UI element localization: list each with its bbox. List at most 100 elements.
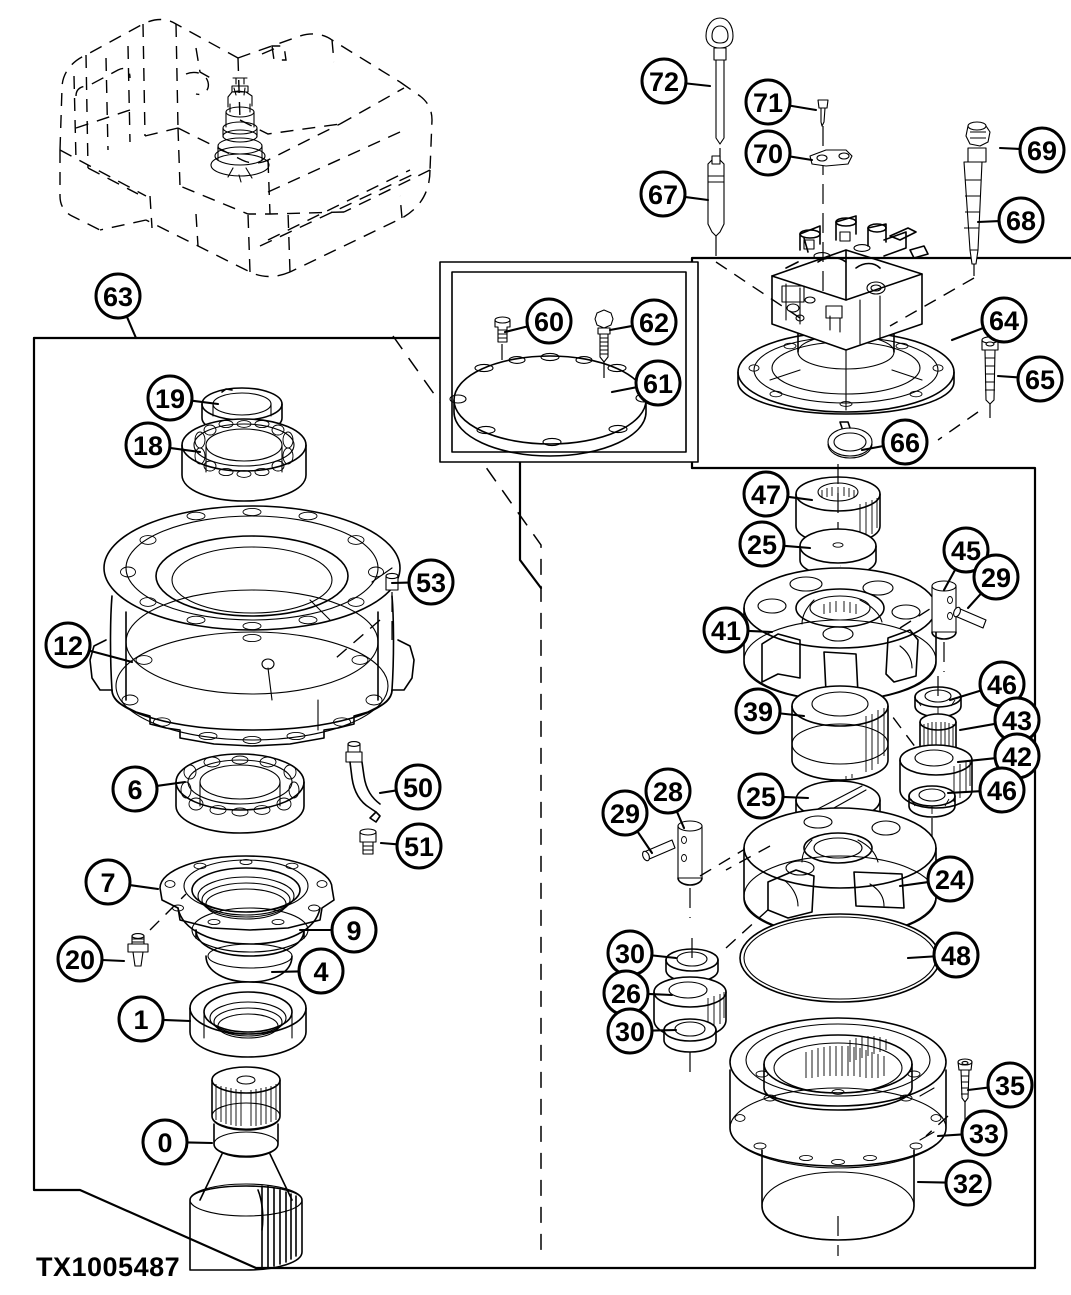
callout-72: 72: [640, 57, 712, 105]
callout-bubble: [978, 766, 1026, 814]
callout-leader: [683, 195, 710, 202]
callout-bubble: [407, 558, 455, 606]
callout-leader: [378, 789, 398, 795]
callout-leader: [916, 1180, 948, 1184]
callout-number: 12: [53, 631, 83, 661]
callout-number: 26: [611, 979, 641, 1009]
bolt-35: [925, 1058, 973, 1137]
callout-bubble: [601, 789, 649, 837]
callout-leader: [781, 795, 810, 800]
callout-bubble: [84, 858, 132, 906]
callout-7: 7: [84, 858, 160, 906]
callout-68: 68: [976, 196, 1045, 244]
dowel-pin-29-lower: [642, 839, 676, 862]
callout-bubble: [525, 297, 573, 345]
callout-number: 63: [103, 282, 133, 312]
callout-bubble: [944, 1159, 992, 1207]
callout-bubble: [330, 906, 378, 954]
callout-leader: [936, 1133, 964, 1138]
planet-gear-cluster-1: [899, 676, 973, 840]
lower-housing-32: [761, 1149, 915, 1241]
callout-number: 43: [1002, 706, 1032, 736]
callout-leader: [675, 810, 686, 830]
callout-leader: [860, 444, 885, 452]
callout-number: 20: [65, 945, 95, 975]
callout-60: 60: [503, 297, 573, 345]
callout-45: 45: [942, 526, 990, 592]
screw-71: [817, 99, 829, 300]
callout-28: 28: [644, 767, 692, 830]
callout-number: 50: [403, 773, 433, 803]
callout-bubble: [56, 935, 104, 983]
callout-number: 41: [711, 616, 741, 646]
callout-bubble: [394, 763, 442, 811]
callout-leader: [650, 1028, 678, 1032]
callout-bubble: [606, 1007, 654, 1055]
callout-leader: [379, 841, 399, 846]
planet-gear-cluster-2: [653, 907, 771, 1080]
callout-29: 29: [601, 789, 654, 855]
callout-bubble: [926, 855, 974, 903]
callout-51: 51: [379, 822, 443, 870]
output-shaft-pinion-0: [189, 1066, 303, 1271]
callout-number: 24: [935, 865, 965, 895]
callout-bubble: [972, 553, 1020, 601]
callout-9: 9: [298, 906, 378, 954]
ball-bearing-6: [175, 753, 305, 834]
callout-leader: [786, 495, 814, 502]
callout-bubble: [639, 170, 687, 218]
callout-bubble: [117, 995, 165, 1043]
callout-25: 25: [737, 772, 810, 820]
callout-number: 30: [615, 1017, 645, 1047]
callout-bubble: [141, 1118, 189, 1166]
callout-19: 19: [146, 374, 220, 422]
callout-46: 46: [946, 766, 1026, 814]
callout-50: 50: [378, 763, 442, 811]
callout-29: 29: [966, 553, 1020, 610]
callout-number: 25: [746, 782, 776, 812]
callout-bubble: [634, 359, 682, 407]
callout-bubble: [124, 421, 172, 469]
callout-bubble: [744, 78, 792, 126]
callout-leader: [950, 326, 985, 342]
callout-bubble: [980, 296, 1028, 344]
callout-leader: [966, 1086, 990, 1092]
callout-number: 60: [534, 307, 564, 337]
callout-bubble: [146, 374, 194, 422]
callout-number: 1: [133, 1005, 148, 1035]
callout-bubble: [44, 621, 92, 669]
callout-leader: [996, 374, 1020, 379]
callout-bubble: [738, 520, 786, 568]
callout-number: 51: [404, 832, 434, 862]
callout-leader: [746, 629, 774, 634]
dowel-pin-29-top: [953, 606, 987, 629]
drawing-number: TX1005487: [36, 1252, 181, 1282]
planet-carrier-41: [743, 567, 945, 765]
seal-4: [205, 943, 293, 983]
retainer-plate-7: [159, 855, 335, 983]
callout-bubble: [881, 418, 929, 466]
callout-number: 71: [753, 88, 783, 118]
callout-leader: [778, 712, 806, 718]
callout-number: 64: [989, 306, 1019, 336]
callout-leader: [270, 970, 301, 974]
callout-47: 47: [742, 470, 814, 518]
callout-leader: [788, 155, 814, 162]
callout-number: 46: [987, 776, 1017, 806]
callout-number: 68: [1006, 206, 1036, 236]
callout-bubble: [742, 470, 790, 518]
callout-61: 61: [610, 359, 682, 407]
callout-leader: [636, 830, 654, 855]
o-ring-48: [739, 913, 941, 1003]
cap-69: [965, 121, 991, 147]
plug-60: [494, 316, 511, 360]
callout-leader: [942, 568, 957, 592]
callout-number: 53: [416, 568, 446, 598]
callout-leader: [998, 146, 1022, 151]
callout-number: 42: [1002, 742, 1032, 772]
callout-leader: [185, 1141, 214, 1145]
callout-leader: [948, 689, 983, 702]
callout-leader: [650, 954, 678, 960]
callout-leader: [128, 884, 160, 891]
